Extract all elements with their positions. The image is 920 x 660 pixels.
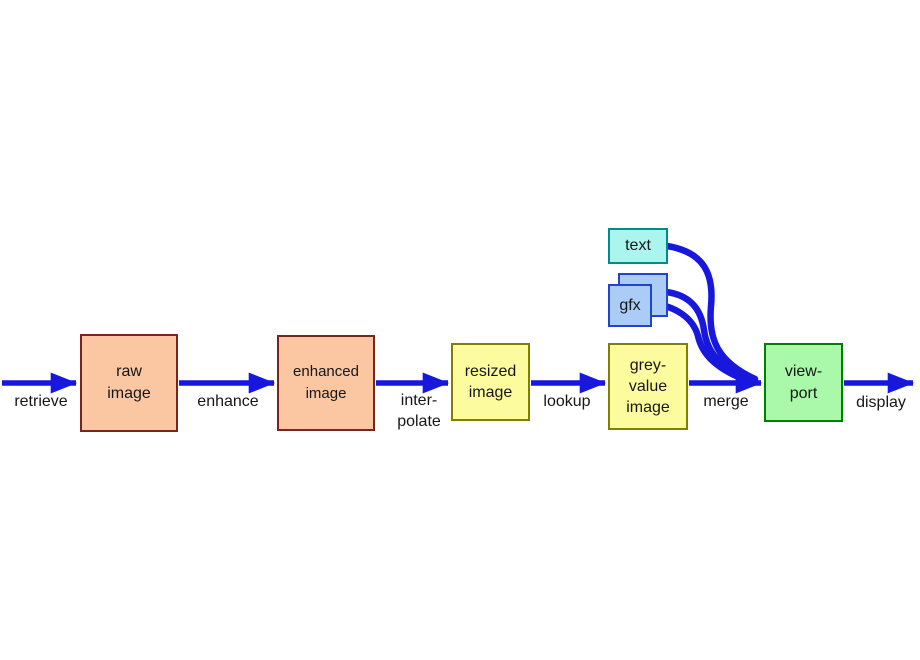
curve-text-to-merge bbox=[663, 242, 759, 383]
node-enhanced-image: enhanced image bbox=[277, 335, 375, 431]
edge-label-enhance: enhance bbox=[197, 393, 259, 410]
node-resized-image: resized image bbox=[451, 343, 530, 421]
node-view-port: view- port bbox=[764, 343, 843, 422]
node-label: port bbox=[789, 384, 818, 402]
curve-gfx-back-to-merge bbox=[662, 288, 755, 383]
edge-label-lookup: lookup bbox=[543, 393, 591, 410]
node-label: image bbox=[107, 385, 151, 402]
node-label: image bbox=[468, 384, 513, 401]
node-label: resized bbox=[464, 363, 517, 380]
edge-label-line: inter- bbox=[400, 392, 438, 409]
edge-label-line: polate bbox=[397, 413, 441, 430]
node-label: image bbox=[305, 385, 347, 402]
node-label: gfx bbox=[619, 296, 641, 314]
edge-label-display: display bbox=[856, 394, 906, 411]
node-raw-image: raw image bbox=[80, 334, 178, 432]
node-label: raw bbox=[116, 363, 142, 380]
edge-label-merge: merge bbox=[703, 393, 749, 410]
edge-label-interpolate: inter- polate bbox=[397, 390, 441, 432]
node-label: view- bbox=[784, 362, 823, 380]
node-gfx: gfx bbox=[608, 284, 652, 327]
node-label: image bbox=[626, 399, 670, 416]
node-label: value bbox=[628, 378, 668, 395]
node-label: text bbox=[625, 237, 651, 254]
node-label: enhanced bbox=[293, 363, 359, 380]
node-grey-value-image: grey- value image bbox=[608, 343, 688, 430]
curve-gfx-front-to-merge bbox=[646, 299, 752, 385]
node-label: grey- bbox=[629, 357, 667, 374]
edge-label-retrieve: retrieve bbox=[14, 393, 68, 410]
node-text: text bbox=[608, 228, 668, 264]
